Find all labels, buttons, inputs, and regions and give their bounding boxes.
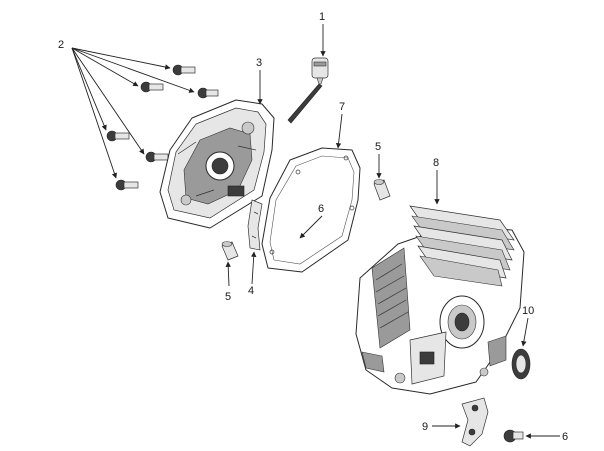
callout-2: 2	[58, 39, 64, 51]
part-4-bracket	[247, 199, 263, 251]
part-5-dowel-pin-left	[221, 241, 239, 261]
part-6-screw-lower	[503, 429, 524, 443]
bolt	[197, 87, 219, 99]
bolt	[106, 130, 130, 142]
callout-6-upper: 6	[318, 203, 324, 215]
leader-lines	[71, 24, 560, 439]
part-10-oil-seal	[511, 348, 531, 380]
bolt	[145, 151, 169, 163]
part-1-dipstick	[287, 57, 329, 124]
part-2-bolts	[106, 64, 219, 191]
bolt	[115, 179, 139, 191]
callout-5-left: 5	[225, 291, 231, 303]
callout-7: 7	[339, 101, 345, 113]
part-9-plate	[461, 397, 489, 447]
callout-6-lower: 6	[562, 431, 568, 443]
part-3-crankcase-cover	[159, 99, 275, 229]
callout-3: 3	[256, 57, 262, 69]
part-7-gasket	[261, 147, 361, 273]
callout-5-right: 5	[375, 141, 381, 153]
callout-4: 4	[248, 285, 254, 297]
bolt	[140, 81, 164, 93]
callout-labels: 1 2 3 4 5 5 6 6 7 8 9 10	[58, 11, 568, 443]
cooling-fins	[409, 205, 515, 287]
callout-9: 9	[422, 421, 428, 433]
callout-10: 10	[522, 305, 534, 317]
callout-8: 8	[433, 157, 439, 169]
part-5-dowel-pin-right	[373, 179, 391, 201]
callout-1: 1	[319, 11, 325, 23]
part-8-cylinder-block	[355, 205, 525, 395]
bolt	[172, 64, 196, 76]
